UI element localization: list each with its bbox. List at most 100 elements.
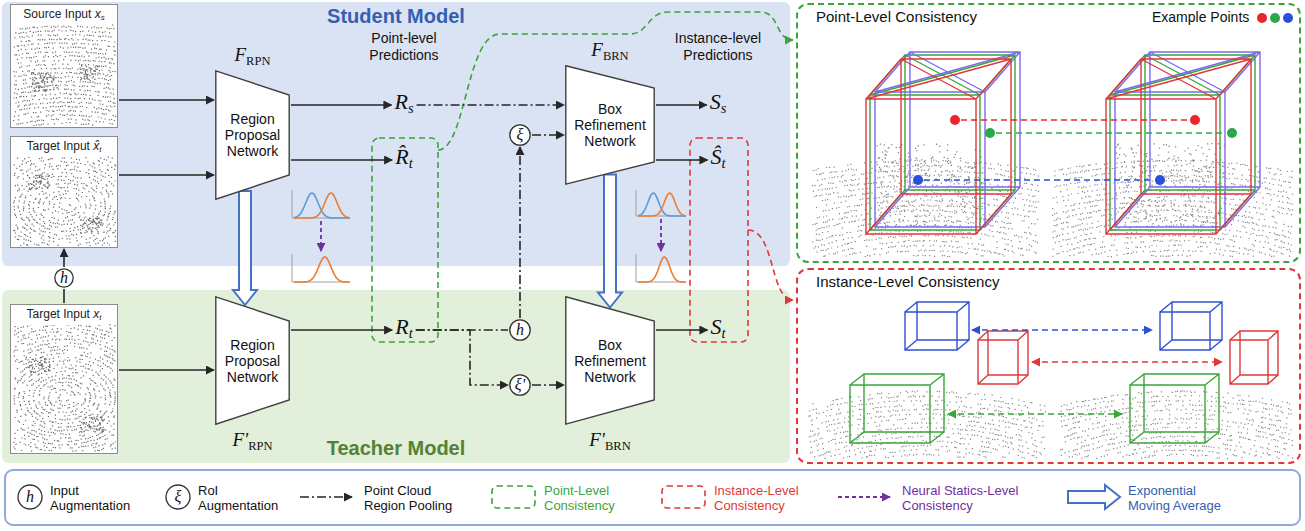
instance-correspondence <box>972 329 1152 331</box>
input-label: Target Input xt <box>25 307 104 325</box>
correspondence-line <box>924 179 1154 181</box>
plot-axes <box>292 190 350 218</box>
label-holder: Instance-level Predictions <box>668 30 768 64</box>
math-symbol: F' <box>589 429 605 450</box>
math-symbol: R <box>395 314 408 339</box>
bounding-box-wireframe <box>875 52 1020 227</box>
network-label: Box Refinement Network <box>569 337 651 385</box>
flow-arrow <box>656 329 707 331</box>
flow-arrow <box>63 289 65 303</box>
math-symbol: x̂ <box>93 139 99 153</box>
source-input-image: Source Input xs <box>10 4 118 128</box>
bounding-box-wireframe <box>1115 52 1260 227</box>
panel-title: Point-Level Consistency <box>814 8 979 26</box>
legend-text: RoI Augmentation <box>198 483 290 513</box>
legend-item: Instance-Level Consistency <box>714 471 814 524</box>
pooling-connector <box>519 147 521 318</box>
flow-arrow <box>291 159 392 161</box>
roi-augmentation-circle: ξ' <box>509 374 531 396</box>
subscript: BRN <box>605 439 631 453</box>
example-point-key <box>1270 13 1280 23</box>
object-box <box>1130 374 1219 443</box>
flow-arrow <box>656 104 707 106</box>
legend-pooling-line <box>300 496 352 498</box>
legend-circle <box>18 485 42 509</box>
panel-title: Instance-Level Consistency <box>814 273 1001 291</box>
distribution-curve <box>638 257 686 282</box>
legend-item: Input Augmentation <box>50 471 142 524</box>
subscript: RPN <box>246 54 270 68</box>
subscript: s <box>721 100 727 116</box>
math-symbol: ξ <box>517 126 524 143</box>
lidar-points <box>13 157 116 247</box>
trapezoid-outline <box>216 71 289 199</box>
legend-note: Example Points <box>1152 9 1252 26</box>
legend-ema-arrow <box>1068 485 1120 509</box>
circle-outline <box>55 269 73 287</box>
legend-text: Exponential Moving Average <box>1128 483 1234 513</box>
example-point <box>950 115 960 125</box>
input-augmentation-circle: h <box>509 319 531 341</box>
band-title: Teacher Model <box>327 436 466 460</box>
math-symbol: Ŝ <box>710 144 721 169</box>
ema-arrow <box>598 175 622 308</box>
math-symbol: h <box>516 321 524 338</box>
example-point <box>985 128 995 138</box>
subscript: RPN <box>248 439 272 453</box>
box-refinement-network: FBRNBox Refinement Network <box>565 65 655 185</box>
instance-consistency-panel: Instance-Level Consistency <box>796 268 1301 464</box>
flow-arrow <box>656 159 707 161</box>
trapezoid-outline <box>216 297 289 424</box>
legend-circle <box>166 485 190 509</box>
text-part: Target Input <box>27 307 94 321</box>
region-proposal-network: F'RPNRegion Proposal Network <box>215 296 290 425</box>
distribution-curve <box>294 193 350 218</box>
input-label: Target Input x̂t <box>25 139 104 157</box>
legend-dashed-box <box>492 486 535 508</box>
statistics-consistency-arrow <box>320 221 322 251</box>
legend-symbol: h <box>18 485 42 509</box>
lidar-points <box>13 25 116 127</box>
plot-axes <box>636 254 686 282</box>
label-holder: Example Points <box>1152 9 1252 26</box>
instance-level-group <box>690 138 748 342</box>
network-symbol: FBRN <box>565 39 655 61</box>
example-point <box>913 175 923 185</box>
pooling-connector <box>532 384 564 386</box>
prediction-symbol: R̂t <box>393 144 415 176</box>
math-symbol: ξ <box>175 488 182 505</box>
instance-correspondence <box>1032 361 1222 363</box>
point-consistency-panel: Point-Level Consistency <box>796 3 1301 263</box>
example-point-key <box>1283 13 1293 23</box>
subscript: t <box>99 313 101 322</box>
legend-text: Instance-Level Consistency <box>714 483 814 513</box>
prediction-node: Ŝt <box>708 144 727 176</box>
point-level-group <box>372 138 438 342</box>
trapezoid-outline <box>566 66 654 184</box>
lidar-points <box>808 390 1293 459</box>
plot-axes <box>636 190 686 216</box>
legend-item: Point-Level Consistency <box>544 471 632 524</box>
augmentation-symbol: h <box>54 268 74 288</box>
legend-item: Exponential Moving Average <box>1128 471 1234 524</box>
teacher-model-band: Target Input xt F'RPNRegion Proposal Netw… <box>2 290 790 463</box>
math-symbol: h <box>60 269 68 286</box>
band-fill <box>2 2 790 266</box>
math-symbol: S <box>710 314 721 339</box>
legend-text: Point-Level Consistency <box>544 483 632 513</box>
prediction-symbol: St <box>708 314 727 346</box>
distribution-curve <box>638 193 686 216</box>
subscript: t <box>99 145 101 154</box>
lidar-points <box>812 143 1293 257</box>
correspondence-line <box>996 132 1226 134</box>
legend-item: RoI Augmentation <box>198 471 290 524</box>
subscript: BRN <box>603 49 629 63</box>
prediction-node: Rt <box>393 314 415 346</box>
network-symbol: F'BRN <box>565 429 655 451</box>
box-refinement-network: F'BRNBox Refinement Network <box>565 296 655 425</box>
prediction-symbol: Ss <box>708 89 729 121</box>
text-part: Target Input <box>27 139 94 153</box>
network-label: Region Proposal Network <box>219 111 286 159</box>
